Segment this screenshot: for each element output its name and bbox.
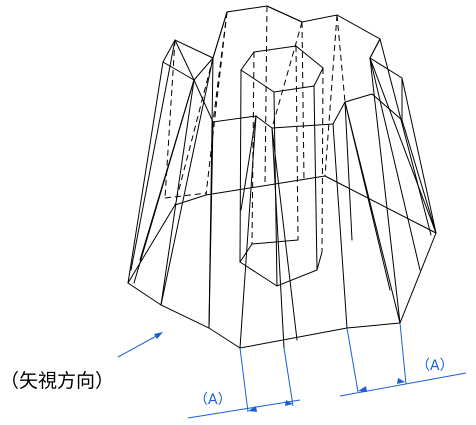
- dimension-right-label: （A）: [416, 358, 454, 374]
- front-fins: [193, 79, 437, 349]
- crown-outline: [162, 5, 403, 81]
- outer-silhouette: [127, 57, 437, 324]
- dimension-left-label: （A）: [194, 392, 232, 408]
- view-direction-label: （矢視方向）: [0, 370, 114, 392]
- dimension-right: [339, 322, 467, 397]
- dimension-left: [187, 347, 301, 419]
- view-direction-arrow: [117, 332, 163, 358]
- base-outline: [127, 175, 437, 349]
- hidden-edges: [164, 5, 346, 206]
